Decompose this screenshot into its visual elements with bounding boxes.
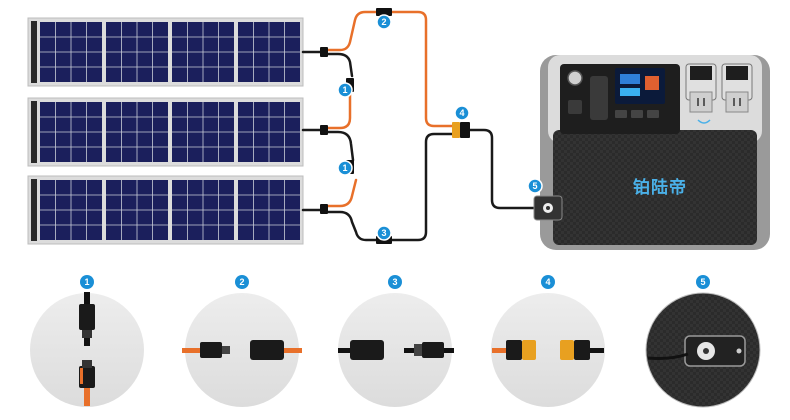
solar-panel-middle — [28, 98, 303, 166]
svg-text:2: 2 — [381, 17, 386, 27]
power-button — [568, 71, 582, 85]
svg-text:1: 1 — [342, 85, 347, 95]
station-brand: 铂陆帝 — [633, 177, 687, 198]
callout-3: 3 — [338, 275, 454, 407]
callout-4: 4 — [491, 275, 605, 407]
svg-text:5: 5 — [532, 181, 537, 191]
badge-5: 5 — [528, 179, 542, 193]
svg-text:2: 2 — [239, 277, 244, 287]
callout-2: 2 — [182, 275, 302, 407]
svg-text:1: 1 — [342, 163, 347, 173]
svg-text:3: 3 — [392, 277, 397, 287]
svg-text:4: 4 — [459, 108, 464, 118]
svg-text:1: 1 — [84, 277, 89, 287]
callout-5: 5 — [646, 275, 760, 407]
cables — [303, 8, 538, 244]
solar-panel-top — [28, 18, 303, 86]
callout-1: 1 — [30, 275, 144, 407]
badge-3: 3 — [377, 226, 391, 240]
solar-panel-bottom — [28, 176, 303, 244]
badge-1-upper: 1 — [338, 83, 352, 97]
badge-4: 4 — [455, 106, 469, 120]
badge-1-lower: 1 — [338, 161, 352, 175]
diagram-badges: 1 1 2 3 4 5 — [338, 15, 542, 240]
svg-text:3: 3 — [381, 228, 386, 238]
badge-2: 2 — [377, 15, 391, 29]
power-station: 铂陆帝 — [534, 55, 770, 250]
svg-text:5: 5 — [700, 277, 705, 287]
svg-text:4: 4 — [545, 277, 550, 287]
